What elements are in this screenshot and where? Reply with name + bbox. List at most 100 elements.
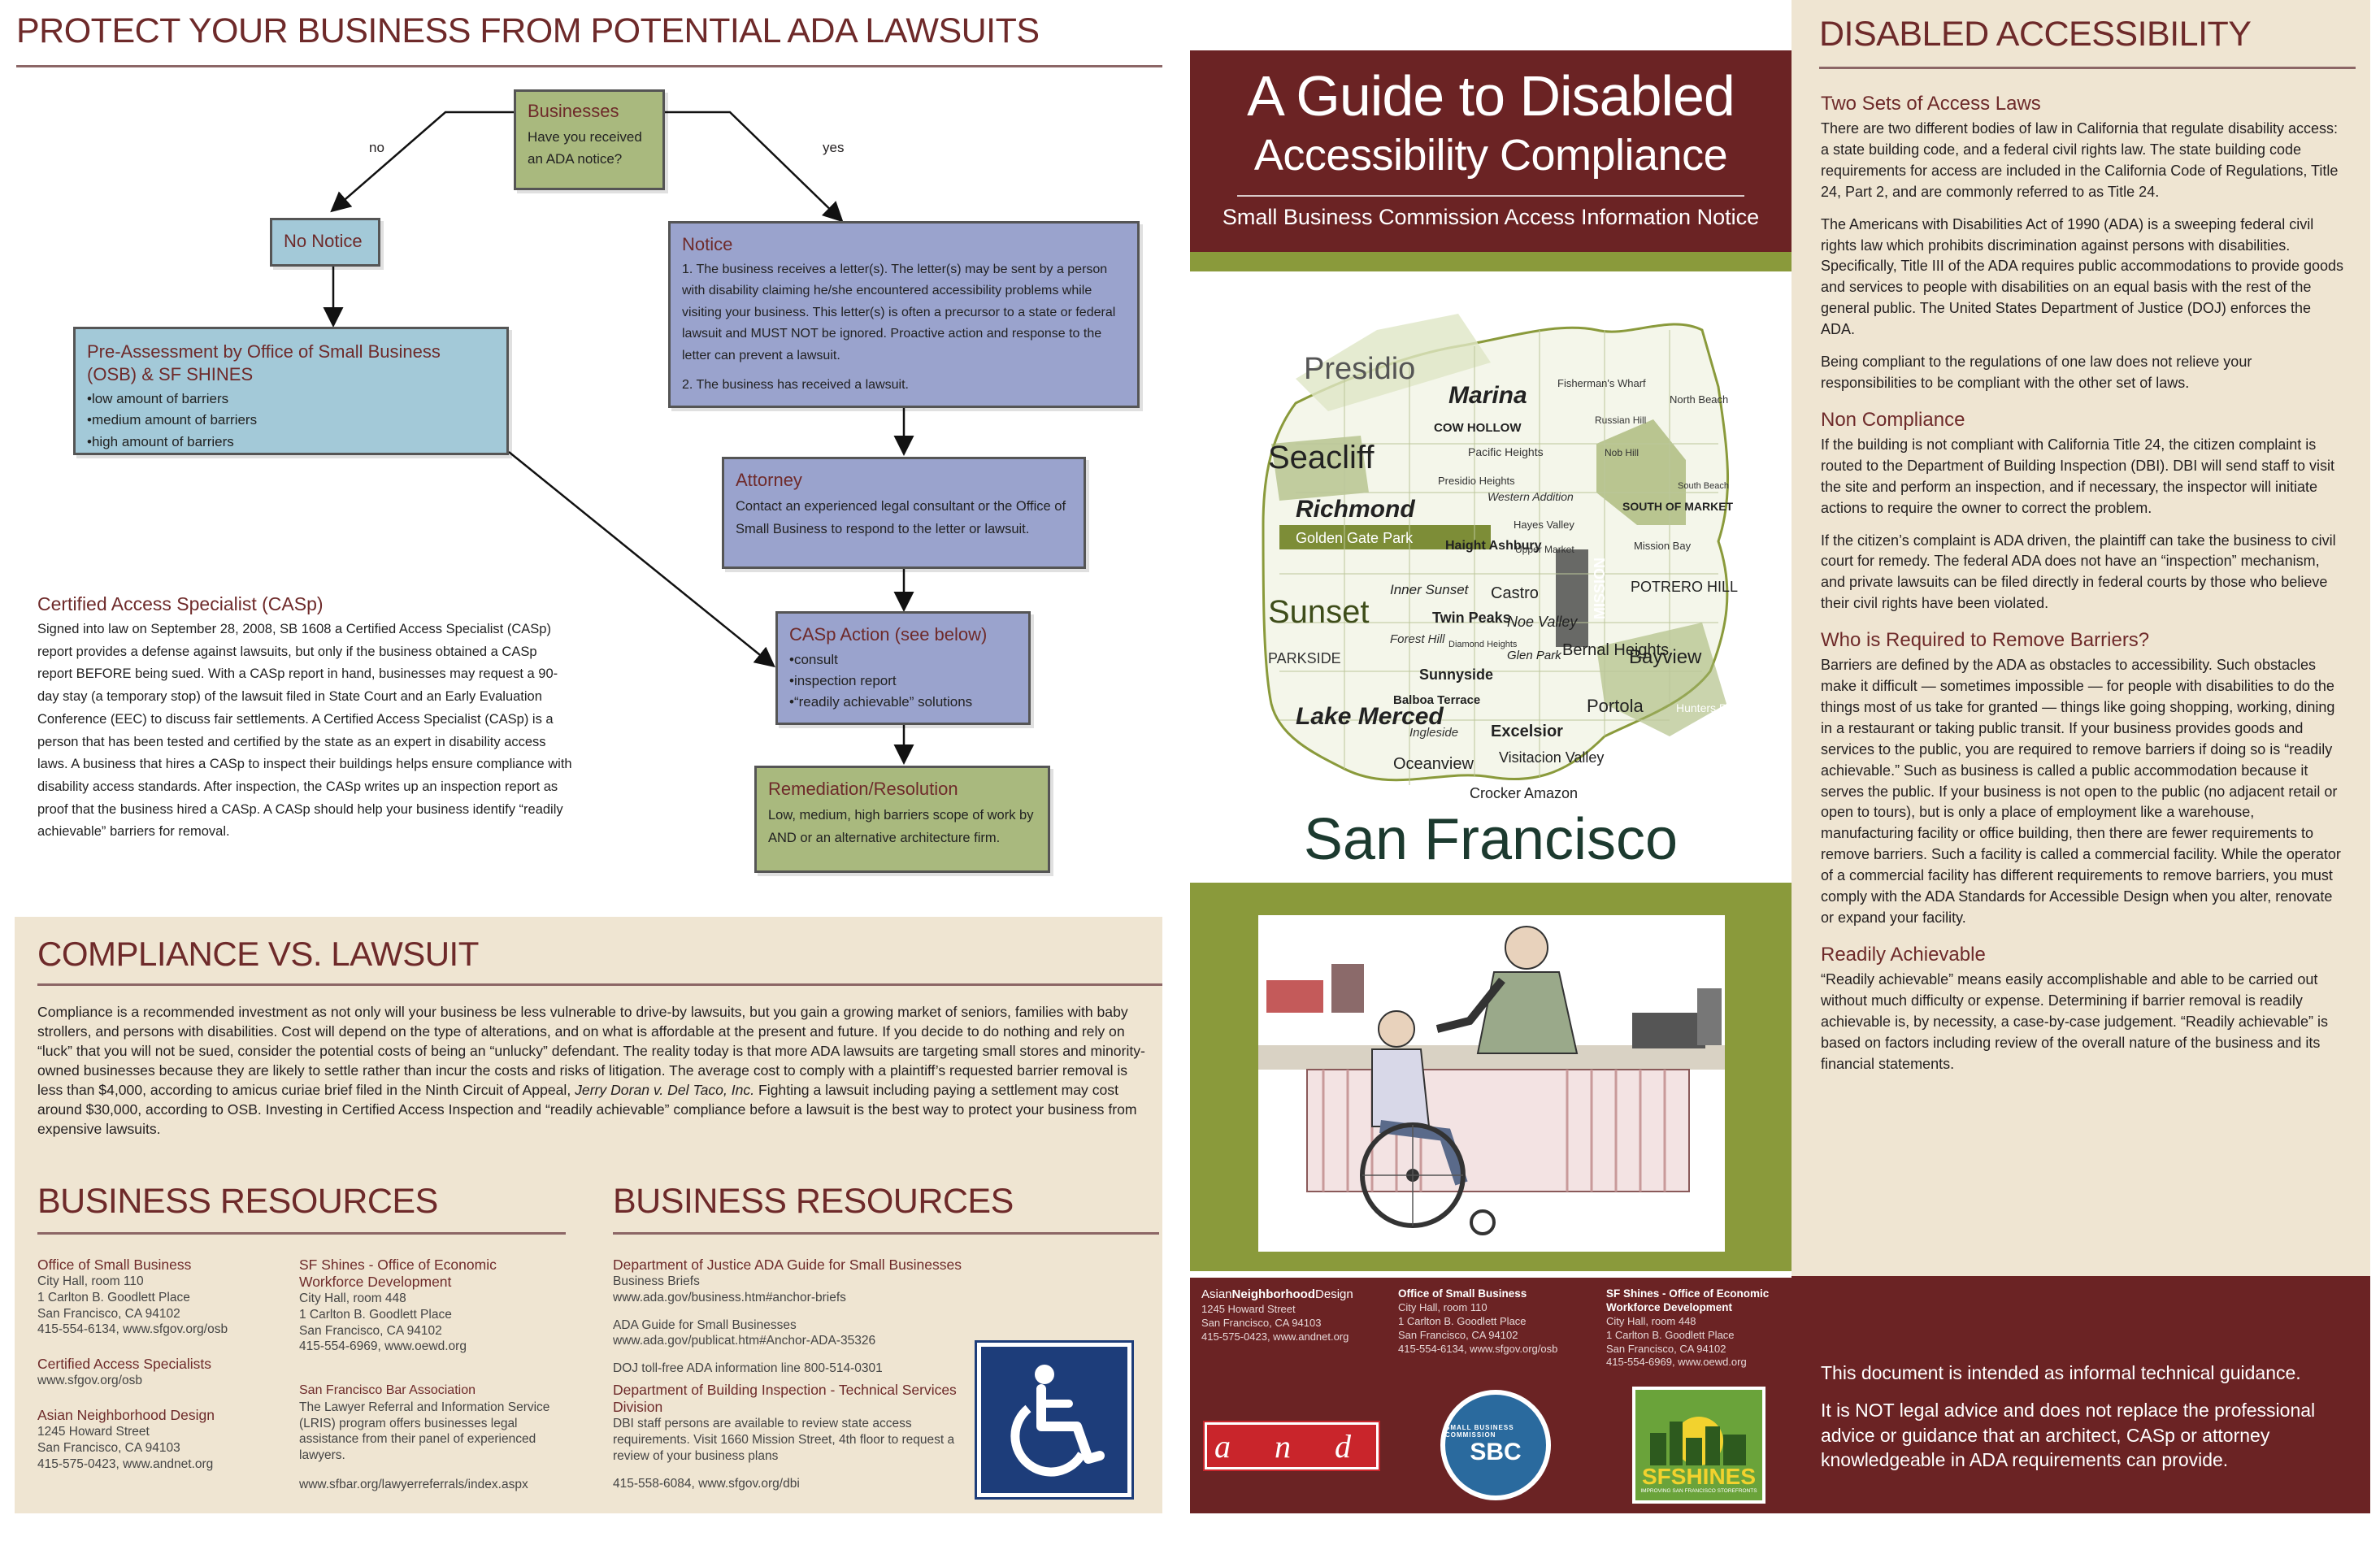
map-label-noe-valley: Noe Valley xyxy=(1507,614,1578,630)
map-label-western-addition: Western Addition xyxy=(1488,490,1574,503)
businesses-box: Businesses Have you received an ADA noti… xyxy=(514,89,665,190)
casp-action-box: CASp Action (see below) consult inspecti… xyxy=(775,611,1031,725)
casp-section: Certified Access Specialist (CASp) Signe… xyxy=(37,593,574,844)
map-label-russian-hill: Russian Hill xyxy=(1595,415,1646,426)
compliance-body: Compliance is a recommended investment a… xyxy=(37,1004,1145,1137)
sfshines-skyline-icon xyxy=(1650,1417,1746,1465)
casp-heading: Certified Access Specialist (CASp) xyxy=(37,593,324,614)
map-label-parkside: PARKSIDE xyxy=(1268,650,1341,666)
map-label-hunters-point: Hunters Point xyxy=(1676,701,1745,714)
map-label-sunnyside: Sunnyside xyxy=(1419,666,1493,683)
map-label-nob-hill: Nob Hill xyxy=(1605,447,1639,458)
left-title: PROTECT YOUR BUSINESS FROM POTENTIAL ADA… xyxy=(16,11,1040,50)
remediation-box: Remediation/Resolution Low, medium, high… xyxy=(754,766,1050,873)
preassessment-list: low amount of barriers medium amount of … xyxy=(87,389,495,453)
map-label-inner-sunset: Inner Sunset xyxy=(1390,582,1470,597)
map-label-cow-hollow: COW HOLLOW xyxy=(1434,421,1522,435)
cover-title-rule xyxy=(1237,195,1744,197)
sbc-logo: SMALL BUSINESS COMMISSION SBC xyxy=(1440,1390,1551,1500)
map-label-balboa: Balboa Terrace xyxy=(1393,693,1480,707)
map-label-seacliff: Seacliff xyxy=(1268,440,1375,475)
resource-sfbar: San Francisco Bar Association The Lawyer… xyxy=(299,1383,550,1492)
section-who-required: Who is Required to Remove Barriers? Barr… xyxy=(1821,629,2341,926)
cover-subtitle: Small Business Commission Access Informa… xyxy=(1222,205,1760,229)
map-label-visitacion: Visitacion Valley xyxy=(1499,749,1604,766)
map-label-upper-market: Upper Market xyxy=(1515,544,1574,555)
map-label-presidio: Presidio xyxy=(1304,352,1415,386)
right-panel xyxy=(1792,0,2370,1276)
disclaimer-text: This document is intended as informal te… xyxy=(1821,1362,2316,1471)
map-label-mission: MISSION xyxy=(1592,558,1608,619)
section-readily-achievable: Readily Achievable “Readily achievable” … xyxy=(1821,943,2328,1072)
map-label-bernal: Bernal Heights xyxy=(1562,641,1669,659)
map-label-presidio-heights: Presidio Heights xyxy=(1438,475,1515,487)
sfshines-logo: SFSHINES IMPROVING SAN FRANCISCO STOREFR… xyxy=(1632,1387,1765,1504)
map-label-bayview: Bayview xyxy=(1629,646,1702,668)
cover-title-1: A Guide to Disabled xyxy=(1247,64,1735,128)
footer-col-osb: Office of Small Business City Hall, room… xyxy=(1398,1287,1558,1355)
yes-label: yes xyxy=(823,140,845,155)
map-label-ingleside: Ingleside xyxy=(1409,726,1458,740)
resource-dbi: Department of Building Inspection - Tech… xyxy=(613,1382,957,1491)
map-label-marina: Marina xyxy=(1448,382,1527,409)
map-label-portola: Portola xyxy=(1587,696,1644,716)
casp-action-list: consult inspection report “readily achie… xyxy=(789,649,1017,714)
map-label-golden-gate-park: Golden Gate Park xyxy=(1296,530,1414,546)
map-label-haight: Haight Ashbury xyxy=(1445,539,1542,553)
map-label-sunset: Sunset xyxy=(1268,594,1370,630)
map-label-richmond: Richmond xyxy=(1296,496,1415,523)
right-body: Two Sets of Access Laws There are two di… xyxy=(1821,93,2344,1086)
map-label-hayes-valley: Hayes Valley xyxy=(1514,519,1574,531)
footer-col-sfshines: SF Shines - Office of Economic Workforce… xyxy=(1606,1287,1770,1369)
map-label-soma: SOUTH OF MARKET xyxy=(1622,500,1734,513)
map-label-fishermans-wharf: Fisherman's Wharf xyxy=(1557,377,1646,389)
counter-illustration xyxy=(1258,915,1725,1252)
no-notice-box: No Notice xyxy=(270,218,380,267)
resource-sfshines: SF Shines - Office of Economic Workforce… xyxy=(299,1257,497,1354)
casp-body: Signed into law on September 28, 2008, S… xyxy=(37,622,572,840)
left-title-rule xyxy=(16,65,1162,67)
cover-city: San Francisco xyxy=(1303,807,1679,872)
map-label-excelsior: Excelsior xyxy=(1491,723,1563,740)
map-label-north-beach: North Beach xyxy=(1670,393,1728,406)
section-two-sets: Two Sets of Access Laws There are two di… xyxy=(1821,93,2343,391)
resource-casp: Certified Access Specialists www.sfgov.o… xyxy=(37,1356,211,1388)
compliance-title: COMPLIANCE VS. LAWSUIT xyxy=(37,935,479,973)
resources-rule-1 xyxy=(37,1232,566,1235)
map-label-glen-park: Glen Park xyxy=(1507,649,1562,662)
map-label-twin-peaks: Twin Peaks xyxy=(1432,610,1511,626)
flowchart-arrows xyxy=(323,111,914,765)
attorney-box: Attorney Contact an experienced legal co… xyxy=(722,457,1086,569)
cover-panel: A Guide to Disabled Accessibility Compli… xyxy=(1190,50,1792,1513)
map-label-crocker-amazon: Crocker Amazon xyxy=(1470,785,1578,801)
preassessment-box: Pre-Assessment by Office of Small Busine… xyxy=(73,327,509,455)
accessibility-icon xyxy=(975,1340,1134,1500)
sf-map: Presidio Marina Fisherman's Wharf North … xyxy=(1247,281,1751,810)
compliance-block xyxy=(15,917,1162,1513)
left-panel: PROTECT YOUR BUSINESS FROM POTENTIAL ADA… xyxy=(0,0,1170,1541)
map-label-oceanview: Oceanview xyxy=(1393,755,1474,773)
disclaimer-block xyxy=(1792,1276,2370,1513)
resources-col-1: Office of Small Business City Hall, room… xyxy=(37,1257,273,1473)
map-label-pacific-heights: Pacific Heights xyxy=(1468,445,1544,458)
map-label-south-beach: South Beach xyxy=(1678,481,1729,491)
resource-and: Asian Neighborhood Design 1245 Howard St… xyxy=(37,1407,215,1471)
map-label-castro: Castro xyxy=(1491,584,1539,602)
cover-header xyxy=(1190,50,1792,252)
resources-col-2: SF Shines - Office of Economic Workforce… xyxy=(299,1257,559,1493)
map-label-mission-bay: Mission Bay xyxy=(1634,540,1692,552)
resource-doj-guide: Department of Justice ADA Guide for Smal… xyxy=(613,1257,962,1304)
no-label: no xyxy=(369,140,384,155)
resource-osb: Office of Small Business City Hall, room… xyxy=(37,1257,228,1337)
resources-title-1: BUSINESS RESOURCES xyxy=(37,1182,438,1221)
resource-ada-guide: ADA Guide for Small Businesses www.ada.g… xyxy=(613,1317,876,1348)
compliance-rule xyxy=(37,983,1162,986)
map-label-potrero: POTRERO HILL xyxy=(1631,579,1738,595)
resource-doj-line: DOJ toll-free ADA information line 800-5… xyxy=(613,1361,883,1376)
right-title-rule xyxy=(1819,67,2356,69)
map-label-diamond-heights: Diamond Heights xyxy=(1448,640,1518,649)
resources-title-2: BUSINESS RESOURCES xyxy=(613,1182,1014,1221)
notice-box: Notice 1. The business receives a letter… xyxy=(668,221,1140,408)
map-label-forest-hill: Forest Hill xyxy=(1390,632,1445,646)
map-label-lake-merced: Lake Merced xyxy=(1296,703,1444,730)
